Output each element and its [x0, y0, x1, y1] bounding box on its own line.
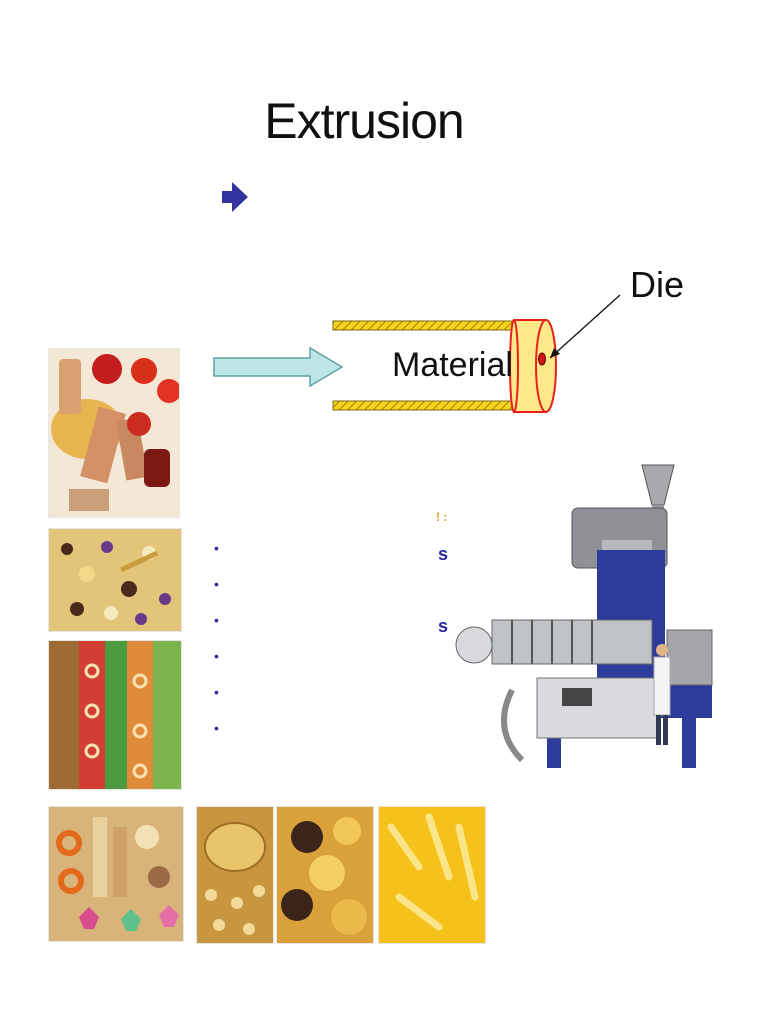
right-arrow-icon: [222, 182, 248, 212]
clipped-fragment-1: s: [438, 544, 449, 564]
bullet-1: •: [214, 540, 219, 556]
die-shape: [509, 319, 557, 413]
extrusion-diagram: [213, 294, 621, 413]
snack-photo-2: [48, 528, 182, 632]
snack-photo-6: [276, 806, 374, 944]
material-label: Material: [392, 346, 513, 384]
clipped-fragment-2: s: [438, 616, 449, 636]
snack-photo-3: [48, 640, 182, 790]
slide-title: Extrusion: [264, 93, 464, 149]
bullet-4: •: [214, 648, 219, 664]
snack-photo-7: [378, 806, 486, 944]
bullet-5: •: [214, 684, 219, 700]
bullet-list: • • • • • •: [214, 540, 219, 756]
bullet-3: •: [214, 612, 219, 628]
clipped-fragment-orange: ! :: [436, 510, 448, 524]
flow-arrow-icon: [213, 346, 344, 388]
snack-photo-4: [48, 806, 184, 942]
snack-photo-1: [48, 348, 180, 518]
die-pointer-line: [549, 294, 621, 359]
die-label: Die: [630, 264, 685, 305]
extruder-machine-photo: [452, 440, 716, 800]
barrel-bottom-wall: [332, 400, 516, 411]
bullet-6: •: [214, 720, 219, 736]
barrel-top-wall: [332, 320, 516, 331]
snack-photo-5: [196, 806, 274, 944]
bullet-2: •: [214, 576, 219, 592]
